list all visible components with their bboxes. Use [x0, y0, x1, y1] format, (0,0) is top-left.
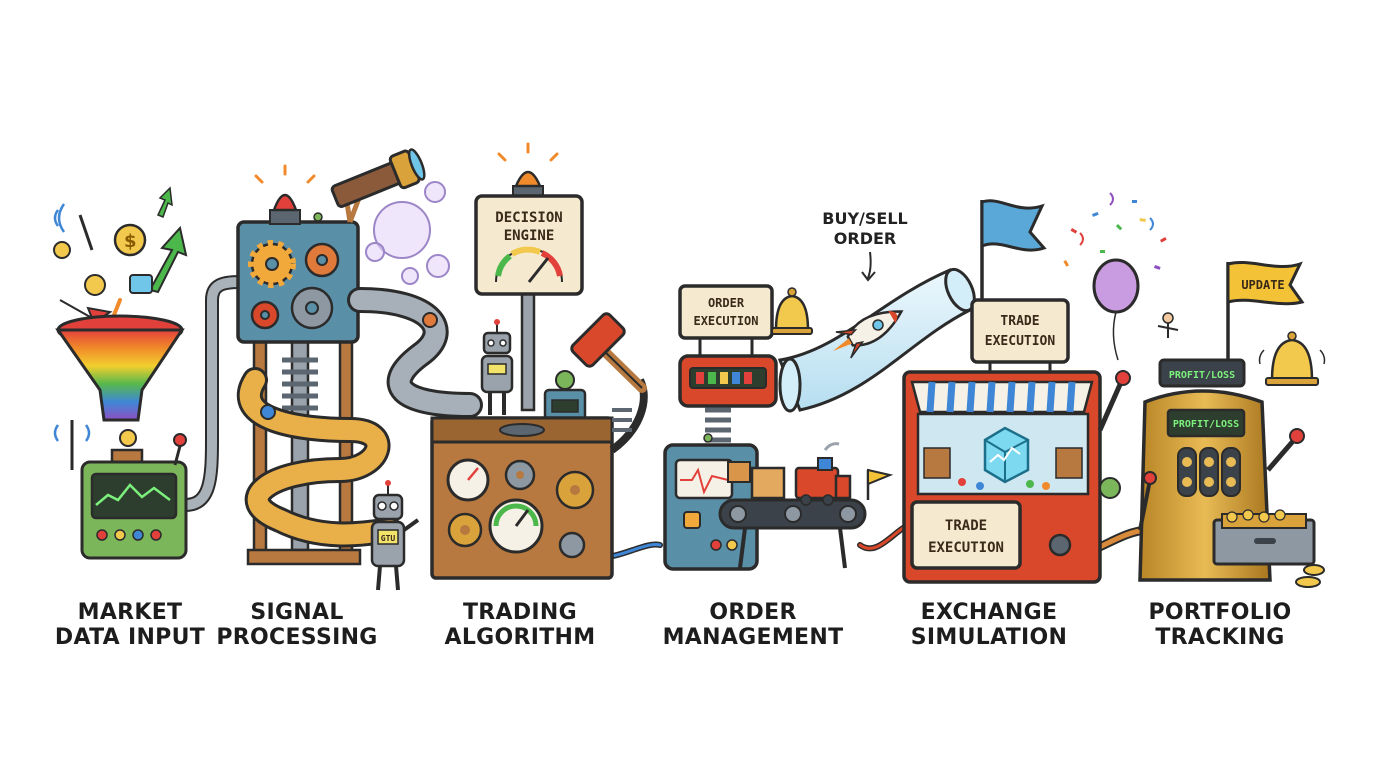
- gear-icon: [304, 242, 340, 278]
- profit-loss-front-label: PROFIT/LOSS: [1173, 419, 1239, 430]
- bubble: [365, 242, 385, 262]
- update-flag-label: UPDATE: [1241, 278, 1284, 292]
- stage-label-line1: PORTFOLIO: [1148, 600, 1292, 625]
- robot-screen-text: GTU: [381, 534, 396, 543]
- lever-knob: [1115, 370, 1131, 386]
- order-execution-sign: [678, 284, 774, 340]
- gear-icon: [558, 531, 586, 559]
- stage-label-order-management: ORDER MANAGEMENT: [653, 600, 853, 650]
- decision-engine-line1: DECISION: [495, 210, 562, 226]
- decision-engine-line2: ENGINE: [504, 228, 555, 244]
- callout-arrow-icon: [861, 251, 876, 282]
- stage-label-exchange-simulation: EXCHANGE SIMULATION: [889, 600, 1089, 650]
- register-keys: [1177, 447, 1241, 497]
- gear-icon: [555, 470, 595, 510]
- trade-execution-sign-bottom: [910, 500, 1022, 570]
- order-management-machine: ORDER EXECUTION: [663, 209, 976, 571]
- order-execution-line2: EXECUTION: [693, 314, 758, 328]
- coin-icon: [84, 274, 106, 296]
- confetti: [1063, 192, 1179, 338]
- alarm-light-icon: [514, 170, 542, 188]
- coin-icon: [113, 223, 147, 257]
- package-box: [727, 461, 751, 483]
- trade-execution-bottom-line1: TRADE: [945, 518, 987, 534]
- stage-label-line1: EXCHANGE: [920, 600, 1058, 625]
- signal-waves-icon: [53, 424, 91, 442]
- green-arrow-icon: [156, 186, 173, 218]
- bell-icon: [1258, 331, 1326, 386]
- balloon-icon: [1092, 258, 1140, 314]
- trading-algorithm-machine: DECISION ENGINE: [430, 142, 648, 580]
- market-data-input-machine: $: [53, 186, 188, 560]
- gear-icon: [447, 512, 483, 548]
- small-robot: GTU: [370, 480, 420, 591]
- stage-label-line2: ALGORITHM: [444, 625, 596, 650]
- stage-label-signal-processing: SIGNAL PROCESSING: [197, 600, 397, 650]
- rainbow-funnel: [55, 328, 185, 422]
- stage-label-line2: TRACKING: [1155, 625, 1285, 650]
- gauge-icon: [488, 498, 544, 554]
- profit-loss-top-label: PROFIT/LOSS: [1169, 370, 1235, 381]
- green-arrow-icon: [148, 225, 188, 294]
- bubble: [401, 267, 419, 285]
- order-execution-line1: ORDER: [708, 296, 745, 310]
- coin-icon: [53, 241, 71, 259]
- gear-icon: [290, 286, 334, 330]
- stage-label-line1: TRADING: [463, 600, 577, 625]
- gear-icon: [504, 459, 536, 491]
- gear-icon: [248, 240, 296, 288]
- portfolio-tracking-machine: UPDATE PROFIT/LOSS PROFIT/LOSS: [1138, 261, 1326, 588]
- package-box: [750, 466, 786, 500]
- gauge-icon: [446, 458, 490, 502]
- rocket-icon: [832, 310, 904, 359]
- stage-label-line1: ORDER: [709, 600, 797, 625]
- bell-icon: [771, 287, 813, 335]
- trade-execution-top-line1: TRADE: [1000, 314, 1039, 329]
- stage-label-line2: SIMULATION: [910, 625, 1068, 650]
- signal-waves-icon: [53, 203, 66, 233]
- bubble: [424, 181, 446, 203]
- update-flag: [1226, 261, 1305, 306]
- svg-text:$: $: [124, 231, 137, 252]
- alarm-light-icon: [272, 193, 298, 212]
- stage-label-trading-algorithm: TRADING ALGORITHM: [420, 600, 620, 650]
- gavel-icon: [570, 312, 626, 368]
- buy-sell-callout-line2: ORDER: [834, 229, 896, 248]
- stage-label-portfolio-tracking: PORTFOLIO TRACKING: [1120, 600, 1320, 650]
- stage-label-line1: SIGNAL: [250, 600, 344, 625]
- coin-icon: [119, 429, 137, 447]
- signal-processing-machine: GTU: [236, 148, 483, 591]
- coin-icon: [1303, 564, 1325, 576]
- flag-icon: [980, 199, 1047, 252]
- bubble: [373, 201, 431, 259]
- stage-label-line1: MARKET: [77, 600, 183, 625]
- market-awning: [910, 380, 1094, 414]
- buy-sell-callout-line1: BUY/SELL: [822, 209, 907, 228]
- stage-label-line2: MANAGEMENT: [662, 625, 844, 650]
- terminal-screen: [90, 472, 178, 520]
- stage-label-line2: PROCESSING: [216, 625, 378, 650]
- bubble: [426, 254, 450, 278]
- coin-icon: [1295, 576, 1321, 588]
- stage-label-line2: DATA INPUT: [54, 625, 206, 650]
- hologram-cube-icon: [983, 426, 1030, 484]
- telescope-icon: [330, 148, 426, 208]
- trade-execution-sign-top: [970, 298, 1070, 364]
- stage-label-market-data-input: MARKET DATA INPUT: [30, 600, 230, 650]
- trade-execution-bottom-line2: EXECUTION: [928, 540, 1004, 556]
- trade-execution-top-line2: EXECUTION: [985, 334, 1056, 349]
- toy-train-icon: [794, 442, 852, 506]
- exchange-simulation-machine: TRADE EXECUTION TRADE EXECUTION: [902, 199, 1140, 584]
- gear-icon: [250, 300, 280, 330]
- chart-card-icon: [129, 274, 153, 294]
- small-robot: [480, 319, 514, 415]
